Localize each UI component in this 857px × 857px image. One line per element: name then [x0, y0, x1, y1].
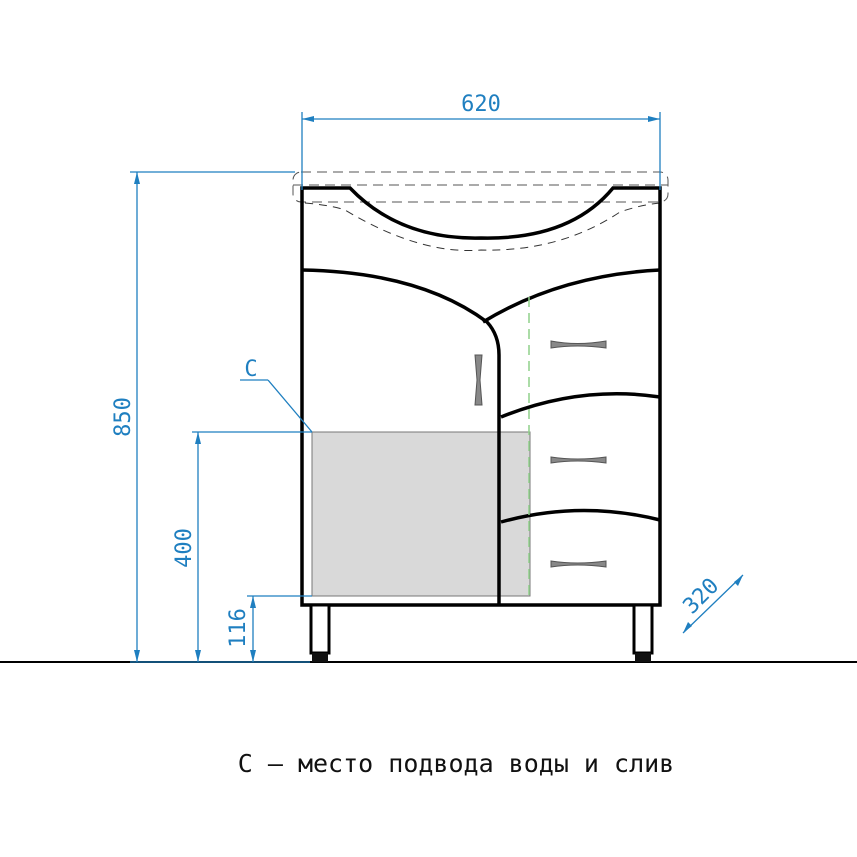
dim-leg-height-label: 116 [226, 608, 251, 648]
dim-height-label: 850 [111, 397, 136, 437]
leg-foot-right [635, 653, 651, 662]
drawer-handle-2 [550, 456, 607, 464]
door-handle [474, 354, 483, 406]
leg-foot-left [312, 653, 328, 662]
caption: С – место подвода воды и слив [238, 749, 675, 778]
dim-water-height-label: 400 [172, 528, 197, 568]
basin-dashed [304, 202, 661, 251]
dimension-lines [130, 112, 744, 663]
leg-left [309, 603, 331, 655]
drawer-curve-low [500, 508, 661, 524]
drawer-curve-mid [500, 392, 661, 419]
drawer-handle-1 [550, 340, 607, 349]
water-connection-area [311, 431, 531, 597]
drawer-handle-3 [550, 560, 607, 568]
label-c: C [244, 357, 257, 382]
drawer-curve-top [482, 268, 661, 324]
dim-depth-label: 320 [679, 574, 725, 620]
leg-right [632, 603, 654, 655]
countertop-outline [292, 171, 669, 203]
cabinet-body [300, 186, 662, 607]
door-curve-left [301, 268, 501, 605]
dim-width-label: 620 [461, 92, 501, 117]
